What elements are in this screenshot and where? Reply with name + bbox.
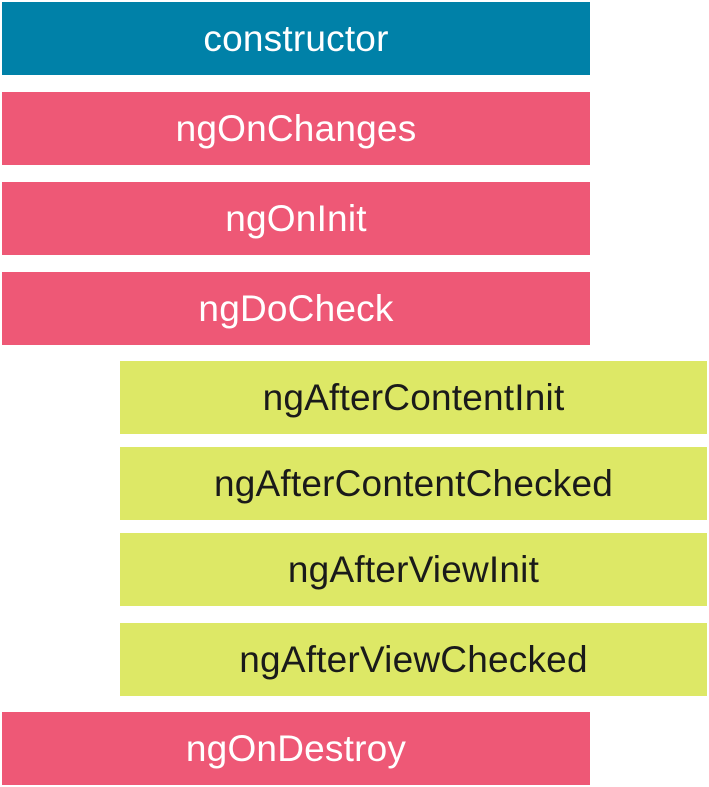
ng-after-view-checked-block: ngAfterViewChecked — [120, 623, 707, 696]
ng-do-check-block: ngDoCheck — [2, 272, 590, 345]
constructor-block: constructor — [2, 2, 590, 75]
ng-after-view-init-label: ngAfterViewInit — [287, 549, 540, 590]
ng-on-init-block: ngOnInit — [2, 182, 590, 255]
ng-after-view-checked-label: ngAfterViewChecked — [239, 639, 588, 680]
ng-on-init-label: ngOnInit — [225, 198, 367, 239]
ng-after-content-checked-block: ngAfterContentChecked — [120, 447, 707, 520]
ng-on-destroy-label: ngOnDestroy — [185, 728, 407, 769]
ng-after-content-init-label: ngAfterContentInit — [262, 377, 565, 418]
ng-after-view-init-block: ngAfterViewInit — [120, 533, 707, 606]
ng-after-content-checked-label: ngAfterContentChecked — [213, 463, 614, 504]
ng-on-changes-label: ngOnChanges — [175, 108, 417, 149]
constructor-label: constructor — [203, 18, 389, 59]
ng-on-changes-block: ngOnChanges — [2, 92, 590, 165]
ng-after-content-init-block: ngAfterContentInit — [120, 361, 707, 434]
ng-on-destroy-block: ngOnDestroy — [2, 712, 590, 785]
ng-do-check-label: ngDoCheck — [198, 288, 394, 329]
